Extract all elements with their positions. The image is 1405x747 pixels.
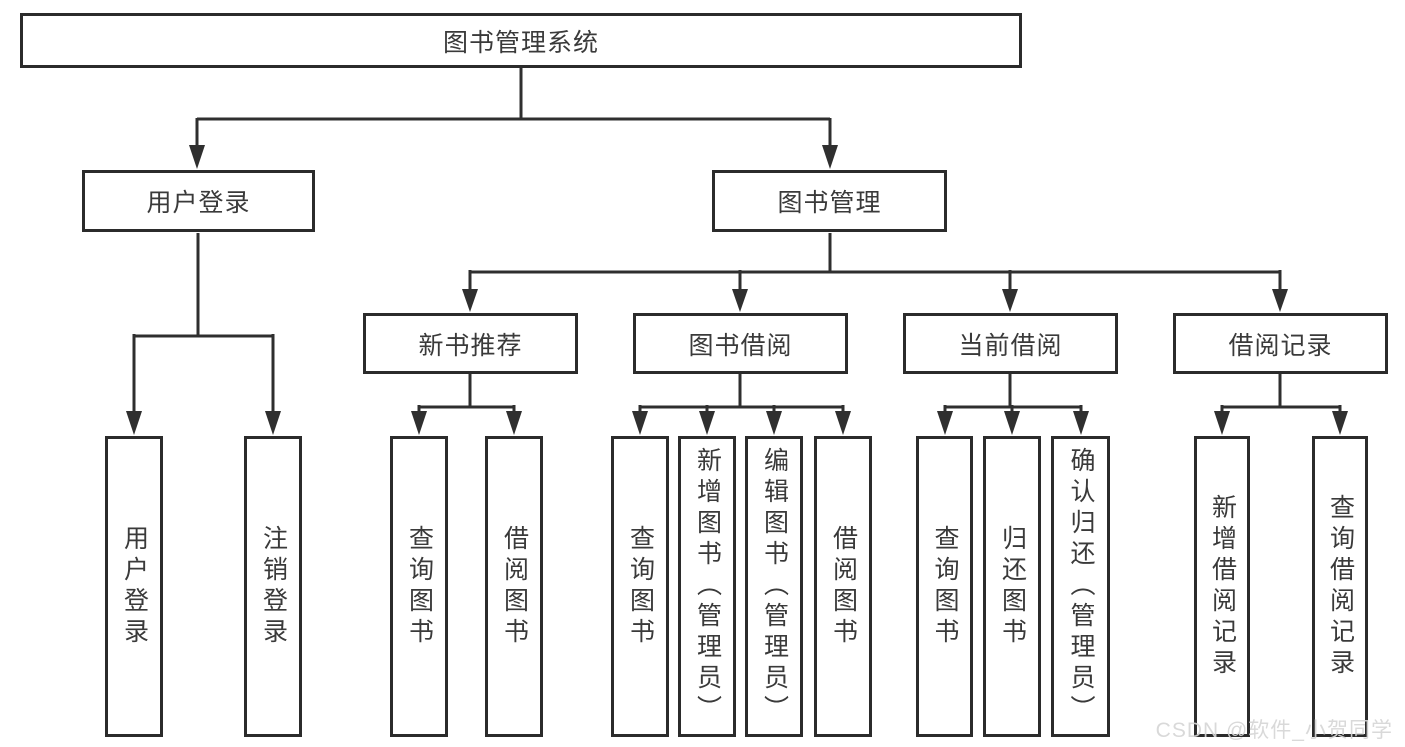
leaf-borrow-books-recommend: 借阅图书 [485,436,543,737]
node-root-system: 图书管理系统 [20,13,1022,68]
node-current-borrowing: 当前借阅 [903,313,1118,374]
leaf-borrow-books: 借阅图书 [814,436,872,737]
leaf-edit-books-admin: 编辑图书（管理员） [745,436,803,737]
leaf-user-login: 用户登录 [105,436,163,737]
leaf-add-borrow-record: 新增借阅记录 [1194,436,1250,737]
leaf-return-books: 归还图书 [983,436,1041,737]
node-new-book-recommend: 新书推荐 [363,313,578,374]
node-book-management: 图书管理 [712,170,947,232]
node-user-login: 用户登录 [82,170,315,232]
csdn-watermark: CSDN @软件_小贺同学 [1155,719,1393,742]
node-book-borrowing: 图书借阅 [633,313,848,374]
leaf-query-borrow-record: 查询借阅记录 [1312,436,1368,737]
leaf-query-books-current: 查询图书 [916,436,973,737]
leaf-query-books-borrowing: 查询图书 [611,436,669,737]
leaf-add-books-admin: 新增图书（管理员） [678,436,736,737]
node-borrowing-records: 借阅记录 [1173,313,1388,374]
leaf-confirm-return-admin: 确认归还（管理员） [1051,436,1110,737]
leaf-logout: 注销登录 [244,436,302,737]
leaf-query-books-recommend: 查询图书 [390,436,448,737]
